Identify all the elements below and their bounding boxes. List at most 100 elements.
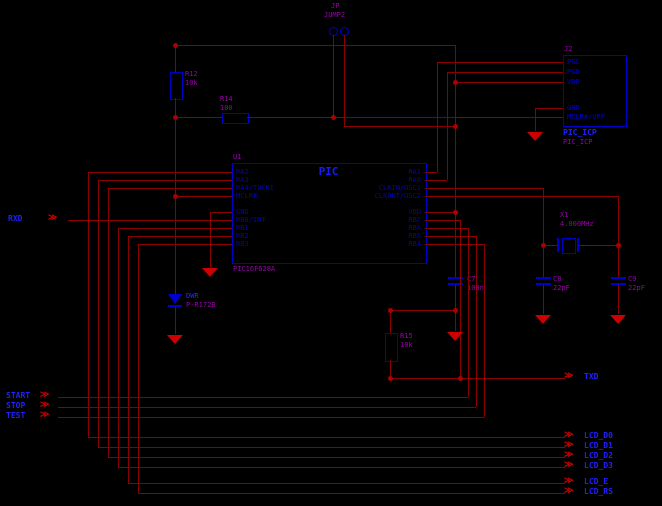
wire-segment <box>535 108 536 131</box>
crystal-plate-right <box>577 238 579 252</box>
wire-segment <box>175 45 176 72</box>
net-label-lcd-e: LCD_E <box>584 477 609 486</box>
net-label-start: START <box>6 391 31 400</box>
lcd-d2-port-arrow-icon[interactable]: ≫ <box>564 450 574 460</box>
wire-segment <box>390 310 391 333</box>
test-port-arrow-icon[interactable]: ≫ <box>40 410 50 420</box>
junction-dot <box>541 243 546 248</box>
start-port-arrow-icon[interactable]: ≫ <box>40 390 50 400</box>
wire-segment <box>138 244 232 245</box>
wire-segment <box>128 236 129 483</box>
net-label-rxd: RXD <box>8 214 23 223</box>
mcu-pin-label: RB4 <box>408 240 421 248</box>
lcd-d3-port-arrow-icon[interactable]: ≫ <box>564 460 574 470</box>
wire-segment <box>210 212 232 213</box>
wire-segment <box>175 307 176 334</box>
wire-segment <box>447 72 448 180</box>
capacitor-C8[interactable] <box>536 277 551 279</box>
wire-segment <box>68 220 232 221</box>
net-label-lcd-d1: LCD_D1 <box>584 441 613 450</box>
icp-pin-label: MCLR#/VPP <box>567 113 605 121</box>
capacitor-C7-plate <box>448 283 463 285</box>
wire-segment <box>390 360 391 378</box>
icp-name: PIC_ICP <box>563 128 597 137</box>
mcu-pin-label: RB7 <box>408 216 421 224</box>
junction-dot <box>388 308 393 313</box>
lcd-e-port-arrow-icon[interactable]: ≫ <box>564 476 574 486</box>
ground-symbol <box>527 132 543 141</box>
mcu-pin-label: RA1 <box>408 168 421 176</box>
junction-dot <box>458 376 463 381</box>
ground-symbol <box>167 335 183 344</box>
resistor-R12-value: 10k <box>185 79 198 87</box>
icp-pin-label: PGD <box>567 68 580 76</box>
wire-segment <box>128 483 565 484</box>
wire-segment <box>344 126 455 127</box>
wire-segment <box>98 180 232 181</box>
mcu-pin-label: RB6 <box>408 224 421 232</box>
mcu-pin-label: RA0 <box>408 176 421 184</box>
wire-segment <box>468 228 469 397</box>
resistor-R15[interactable] <box>385 333 398 362</box>
wire-segment <box>455 82 563 83</box>
wire-segment <box>425 188 543 189</box>
wire-segment <box>210 212 211 267</box>
rxd-port-arrow-icon[interactable]: ≫ <box>48 213 58 223</box>
icp-connector-body[interactable] <box>563 55 627 127</box>
junction-dot <box>616 243 621 248</box>
net-label-test: TEST <box>6 411 26 420</box>
capacitor-C9-value: 22pF <box>628 284 645 292</box>
resistor-R14-value: 100 <box>220 104 233 112</box>
wire-segment <box>579 245 618 246</box>
capacitor-C7-value: 100n <box>467 284 484 292</box>
crystal-body[interactable] <box>562 238 576 254</box>
crystal-plate-left <box>557 238 559 252</box>
txd-port-arrow-icon[interactable]: ≫ <box>564 371 574 381</box>
wire-segment <box>484 244 485 417</box>
mcu-pin-label: RB0/INT <box>236 216 266 224</box>
mcu-pin-label: RA3 <box>236 176 249 184</box>
lcd-rs-port-arrow-icon[interactable]: ≫ <box>564 486 574 496</box>
wire-segment <box>460 220 461 378</box>
mcu-pin-label: CLKIN/OSC1 <box>378 184 421 192</box>
wire-segment <box>437 62 563 63</box>
mcu-pin-label: RB5 <box>408 232 421 240</box>
wire-segment <box>98 180 99 447</box>
wire-segment <box>175 98 176 117</box>
junction-dot <box>331 115 336 120</box>
wire-segment <box>425 228 468 229</box>
wire-segment <box>58 407 476 408</box>
mcu-pin-label: MCLR# <box>236 192 258 200</box>
mcu-pin-label: RB1 <box>236 224 249 232</box>
junction-dot <box>388 376 393 381</box>
junction-dot <box>453 124 458 129</box>
wire-segment <box>425 196 618 197</box>
ground-symbol <box>535 315 551 324</box>
net-label-txd: TXD <box>584 372 599 381</box>
net-label-lcd-d2: LCD_D2 <box>584 451 613 460</box>
lcd-d1-port-arrow-icon[interactable]: ≫ <box>564 440 574 450</box>
mcu-part: PIC16F628A <box>233 265 276 273</box>
resistor-R12[interactable] <box>170 72 183 100</box>
mcu-body[interactable] <box>232 163 427 264</box>
diode-value: P-R172B <box>186 301 216 309</box>
capacitor-C7[interactable] <box>448 277 463 279</box>
wire-segment <box>175 45 456 46</box>
wire-segment <box>175 196 232 197</box>
crystal-value: 4.000MHz <box>560 220 594 228</box>
wire-segment <box>447 72 563 73</box>
jumper-designator: JP <box>331 2 340 10</box>
diode-symbol[interactable] <box>168 294 182 304</box>
junction-dot <box>453 308 458 313</box>
net-label-lcd-rs: LCD_RS <box>584 487 613 496</box>
junction-dot <box>173 194 178 199</box>
stop-port-arrow-icon[interactable]: ≫ <box>40 400 50 410</box>
wire-segment <box>118 467 565 468</box>
wire-segment <box>390 310 455 311</box>
resistor-R14[interactable] <box>222 113 249 124</box>
capacitor-C9[interactable] <box>611 277 626 279</box>
icp-part: PIC_ICP <box>563 138 593 146</box>
lcd-d0-port-arrow-icon[interactable]: ≫ <box>564 430 574 440</box>
mcu-pin-label: RB3 <box>236 240 249 248</box>
